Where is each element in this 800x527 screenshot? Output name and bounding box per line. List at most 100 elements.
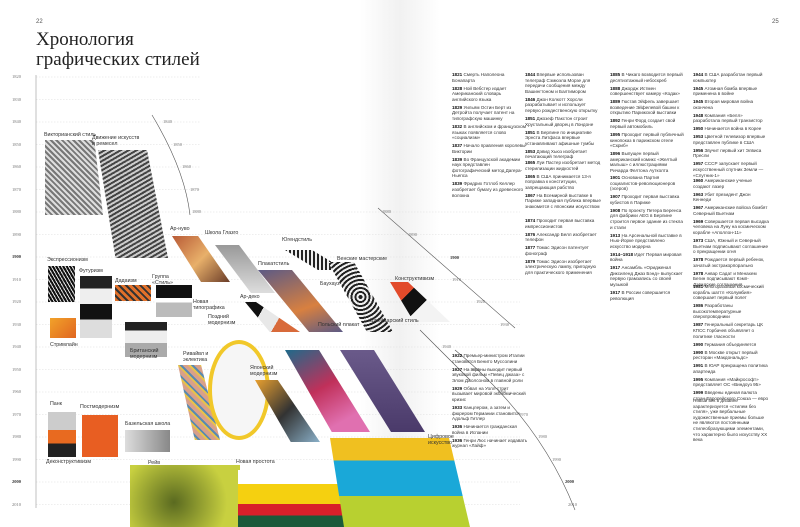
event-year: 1986 <box>693 303 705 309</box>
event-text: В английском и французском языках появля… <box>452 123 526 141</box>
event-entry: 1821 Смерть Наполеона Бонапарта <box>452 72 528 83</box>
diagonal-year-label: 1980 <box>538 434 547 439</box>
event-entry: 1963 Убит президент Джон Кеннеди <box>693 192 769 203</box>
event-text: В Берлине по инициативе Эрнста Литфаса в… <box>525 129 595 146</box>
events-column-4-middle: 1960 Американские ученые создают лазер 19… <box>693 178 769 290</box>
event-year: 1913 <box>610 232 622 238</box>
event-year: 1851 <box>525 115 537 121</box>
title-line-1: Хронология <box>36 29 134 50</box>
style-label: Югендстиль <box>282 237 313 243</box>
diagonal-year-label: 1970 <box>519 412 528 417</box>
event-year: 1821 <box>452 72 464 77</box>
event-text: Американские войска бомбят Северный Вьет… <box>693 205 768 216</box>
style-label: Ар-деко <box>240 294 260 300</box>
page-number-left: 22 <box>36 19 43 25</box>
event-text: Начало правления королевы Виктории <box>452 143 526 154</box>
event-year: 1922 <box>452 353 464 358</box>
event-text: Многоразовый космический корабль шаттл «… <box>693 284 764 301</box>
event-year: 1973 <box>693 237 705 243</box>
event-text: Начинается война в Корее <box>704 126 762 132</box>
diagonal-year-label: 2000 <box>565 479 574 484</box>
events-column-2: 1844 Впервые использован телеграф Сэмюэл… <box>525 72 601 162</box>
event-year: 1945 <box>693 85 705 91</box>
event-entry: 1973 США, Южный и Северный Вьетнам подпи… <box>693 238 769 255</box>
event-text: В ЮАР прекращена политика апартеида <box>693 363 768 374</box>
diagonal-year-label: 1840 <box>163 119 172 124</box>
style-label: Базельская школа <box>125 421 171 427</box>
axis-year-label: 1970 <box>12 411 21 417</box>
style-label: Цифровое искусство <box>428 434 454 446</box>
style-label: Японский модернизм <box>250 365 278 377</box>
event-entry: 1896 Выпущен первый американский комикс … <box>610 151 686 173</box>
event-year: 1908 <box>610 207 622 213</box>
event-text: Вторая мировая война окончена <box>693 99 754 110</box>
axis-year-label: 2000 <box>12 479 21 484</box>
british-modernism-image <box>125 322 167 357</box>
digital-art-image <box>330 438 470 527</box>
diagonal-arc-1 <box>151 114 191 216</box>
event-text: Смерть Наполеона Бонапарта <box>452 72 505 83</box>
diagonal-year-label: 1950 <box>470 367 479 372</box>
diagonal-year-label: 1850 <box>173 142 182 147</box>
event-text: Гюстав Эйфель завершает возведение Эйфел… <box>610 99 680 116</box>
event-entry: 1990 Германия объединяется <box>693 342 769 348</box>
event-year: 1865 <box>525 173 537 179</box>
event-year: 1839 <box>452 181 464 187</box>
event-entry: 1839 Фридрих Готлоб Келлер изобретает бу… <box>452 181 528 198</box>
event-year: 1936 <box>452 424 464 430</box>
event-year: 1844 <box>525 72 537 77</box>
diagonal-line-3 <box>419 329 471 381</box>
event-entry: 1936 Начинается гражданская война в Испа… <box>452 424 528 435</box>
de-stijl-image <box>156 285 192 317</box>
diagonal-year-label: 1870 <box>190 187 199 192</box>
event-entry: 1978 Анвар Садат и Менахем Бегин подписы… <box>693 271 769 288</box>
event-entry: 1913 На Арсенальной выставке в Нью-Йорке… <box>610 233 686 250</box>
closing-paragraph: Новый век в дизайне характеризуется «сти… <box>693 398 768 443</box>
event-text: На Арсенальной выставке в Нью-Йорке пред… <box>610 232 682 249</box>
event-text: Джозеф Пакстон строит Хрустальный дворец… <box>525 115 594 127</box>
event-entry: 1960 Американские ученые создают лазер <box>693 178 769 189</box>
event-year: 1999 <box>693 390 705 396</box>
event-year: 1832 <box>452 123 464 129</box>
event-text: Генри Люс начинает издавать журнал «Лайф… <box>452 437 528 449</box>
event-year: 1896 <box>610 151 622 157</box>
event-year: 1944 <box>693 72 705 77</box>
new-simplicity-image <box>238 470 353 527</box>
event-year: 1927 <box>452 366 464 372</box>
event-text: Александр Белл изобретает телефон <box>525 231 597 243</box>
futurism-image <box>80 276 112 338</box>
event-text: В США принимается 13-я поправка к консти… <box>525 173 591 190</box>
event-entry: 1837 Начало правления королевы Виктории <box>452 143 528 154</box>
event-entry: 1908 По проекту Петера Беренса для фабри… <box>610 208 686 230</box>
event-entry: 1967 Американские войска бомбят Северный… <box>693 205 769 216</box>
event-entry: 1995 Компания «Майкрософт» представляет … <box>693 377 769 388</box>
event-text: Проходит первый публичный кинопоказ в па… <box>610 131 684 149</box>
event-year: 1957 <box>693 161 705 167</box>
event-year: 1956 <box>693 147 705 153</box>
axis-year-label: 1820 <box>12 74 21 79</box>
event-year: 1929 <box>452 385 464 391</box>
event-text: Начинается гражданская война в Испании <box>452 424 517 435</box>
event-year: 1865 <box>525 160 537 165</box>
event-text: В Москве открыт первый ресторан «Макдона… <box>693 349 758 361</box>
event-text: СССР запускает первый искусственный спут… <box>693 161 764 178</box>
diagonal-year-label: 1990 <box>552 457 561 462</box>
style-label: Конструктивизм <box>395 276 435 282</box>
event-entry: 1828 Ной Вебстер издает Американский сло… <box>452 86 528 103</box>
postmodernism-image <box>82 415 118 457</box>
axis-year-label: 1990 <box>12 456 21 462</box>
basel-school-image <box>125 430 170 452</box>
event-entry: 1933 Канцлером, а затем и фюрером Герман… <box>452 405 528 422</box>
diagonal-year-label: 1890 <box>408 232 417 237</box>
axis-year-label: 1850 <box>12 141 21 147</box>
style-label: Группа «Стиль» <box>152 274 173 286</box>
event-year: 1839 <box>452 156 464 162</box>
style-label: Футуризм <box>79 268 103 274</box>
axis-year-label: 1870 <box>12 186 21 192</box>
diagonal-year-label: 1960 <box>497 389 506 394</box>
page-title: Хронология графических стилей <box>36 30 200 70</box>
event-entry: 1851 Джозеф Пакстон строит Хрустальный д… <box>525 116 601 127</box>
event-entry: 1950 Начинается война в Корее <box>693 126 769 132</box>
event-text: Идет Первая мировая война <box>610 251 682 263</box>
event-entry: 1917 В России совершается революция <box>610 290 686 301</box>
